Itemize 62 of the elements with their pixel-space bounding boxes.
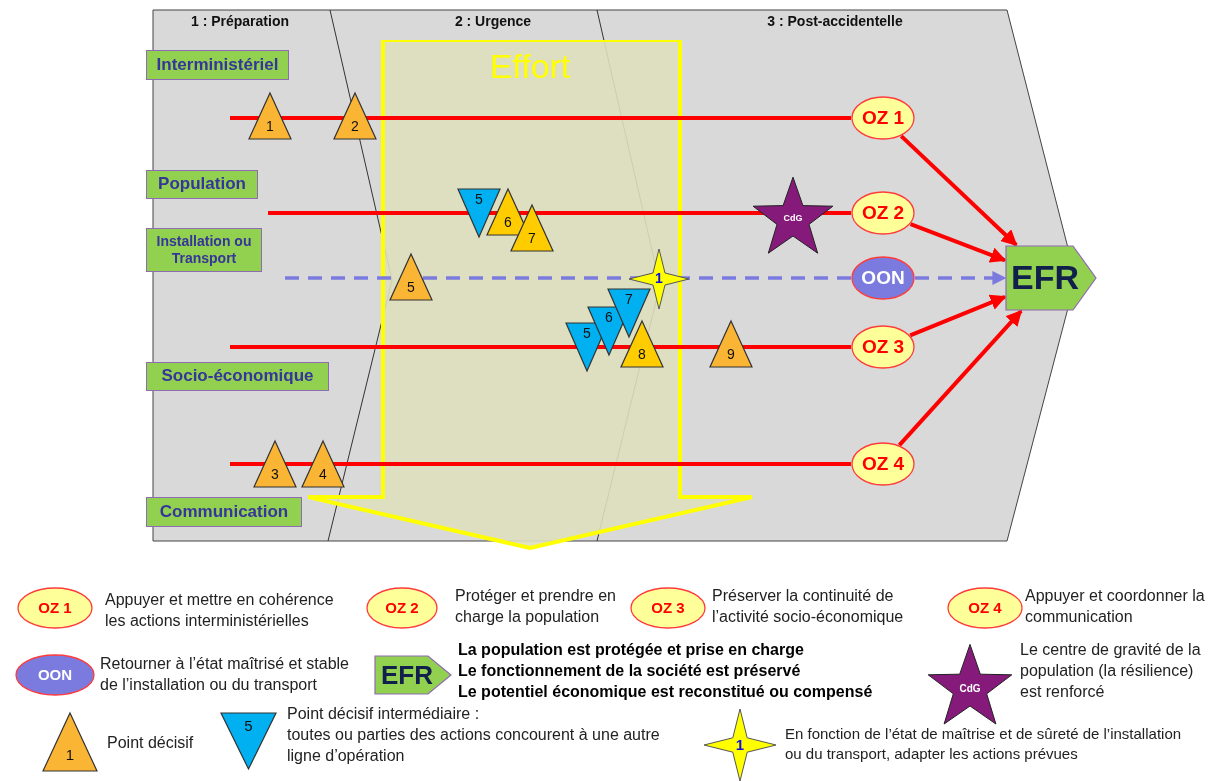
phase-title: 3 : Post-accidentelle — [767, 14, 903, 30]
point-number: 7 — [625, 292, 633, 308]
objective-label: OZ 2 — [861, 202, 905, 224]
legend-text: Point décisif — [107, 733, 195, 753]
star-label: CdG — [959, 682, 981, 694]
operation-line-tag: Socio-économique — [146, 362, 329, 391]
operation-line-tag: Interministériel — [146, 50, 289, 80]
objective-label: OON — [861, 267, 905, 289]
star-label: 1 — [735, 736, 745, 754]
end-state-label: EFR — [381, 660, 433, 690]
operation-line — [230, 462, 851, 466]
objective-label: OZ 4 — [861, 453, 905, 475]
point-number: 9 — [727, 346, 735, 363]
end-state-label: EFR — [1011, 259, 1079, 297]
star-label: CdG — [783, 214, 803, 225]
legend-text: Préserver la continuité de l’activité socio-économique — [712, 586, 905, 627]
objective-label: OZ 1 — [38, 599, 72, 617]
point-number: 1 — [266, 118, 274, 135]
operation-line — [230, 116, 851, 120]
point-number: 3 — [271, 466, 279, 483]
phase-title: 2 : Urgence — [454, 14, 532, 30]
legend-text: La population est protégée et prise en charge — [458, 640, 804, 660]
legend-text: Appuyer et mettre en cohérence les actions interministérielles — [105, 590, 335, 631]
objective-label: OON — [37, 666, 73, 684]
legend-text: toutes ou parties des actions concourent à une autre ligne d’opération — [287, 724, 661, 766]
point-number: 6 — [605, 310, 613, 326]
objective-label: OZ 4 — [968, 599, 1002, 617]
point-number: 5 — [475, 192, 483, 208]
arrow — [915, 271, 1007, 285]
effort-label: Effort — [489, 48, 571, 86]
objective-label: OZ 2 — [385, 599, 419, 617]
legend-text: Le potentiel économique est reconstitué ou compensé — [458, 681, 873, 702]
operation-line — [285, 276, 851, 280]
legend-text: En fonction de l’état de maîtrise et de sûreté de l’installation ou du transport, adapter les actions prévues — [785, 724, 1183, 763]
operation-line — [230, 345, 851, 349]
objective-label: OZ 3 — [861, 336, 905, 358]
point-number: 1 — [65, 746, 75, 764]
point-number: 2 — [351, 118, 359, 135]
objective-label: OZ 1 — [861, 107, 905, 129]
legend-text: Appuyer et coordonner la communication — [1025, 586, 1205, 627]
arrow — [899, 134, 1018, 247]
point-number: 5 — [583, 326, 591, 342]
point-number: 6 — [504, 214, 512, 231]
arrow — [897, 309, 1023, 447]
legend-text: Le fonctionnement de la société est préservé — [458, 660, 801, 681]
operation-line-tag: Installation ou Transport — [146, 228, 262, 272]
point-number: 8 — [638, 346, 646, 363]
legend-text: Point décisif intermédiaire : — [287, 704, 481, 724]
objective-label: OZ 3 — [651, 599, 685, 617]
arrow — [909, 294, 1007, 338]
arrow — [909, 222, 1007, 263]
point-number: 4 — [319, 466, 327, 483]
star-label: 1 — [655, 271, 663, 287]
legend-text: Protéger et prendre en charge la population — [455, 586, 617, 627]
phase-title: 1 : Préparation — [191, 14, 289, 30]
point-number: 5 — [407, 279, 415, 296]
legend-text: Retourner à l’état maîtrisé et stable de l’installation ou du transport — [100, 654, 350, 695]
point-number: 7 — [528, 230, 536, 247]
point-number: 5 — [244, 717, 253, 735]
legend-text: Le centre de gravité de la population (la résilience) est renforcé — [1020, 640, 1202, 702]
operation-line-tag: Communication — [146, 497, 302, 527]
operation-line-tag: Population — [146, 170, 258, 199]
